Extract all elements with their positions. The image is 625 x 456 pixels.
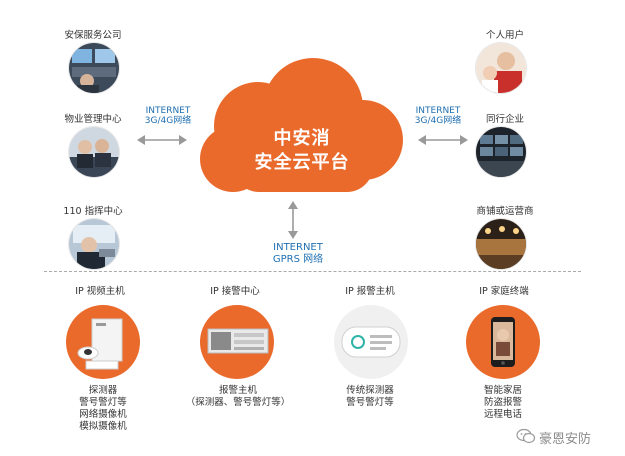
left-client-label-1: 安保服务公司 xyxy=(64,30,122,41)
right-client-label-1: 个人用户 xyxy=(485,30,524,41)
device-desc-1: 探测器 警号警灯等 网络摄像机 模拟摄像机 xyxy=(79,385,127,432)
section-divider xyxy=(44,271,581,272)
home-terminal-icon xyxy=(491,317,515,367)
bottom-double-arrow-icon xyxy=(288,201,298,239)
watermark-text: 豪恩安防 xyxy=(539,432,592,447)
cloud-shape xyxy=(200,58,403,192)
device-title-2: IP 接警中心 xyxy=(210,286,260,297)
device-desc-3: 传统探测器 警号警灯等 xyxy=(346,385,394,408)
right-client-label-3: 商铺或运营商 xyxy=(476,206,534,217)
cloud-title-line1: 中安消 xyxy=(273,128,331,149)
security-company-photo xyxy=(69,43,119,93)
device-title-4: IP 家庭终端 xyxy=(479,286,529,297)
device-desc-2: 报警主机 （探测器、警号警灯等） xyxy=(185,385,291,408)
device-title-3: IP 报警主机 xyxy=(345,286,395,297)
left-link-label: INTERNET 3G/4G网络 xyxy=(144,106,192,126)
property-center-photo xyxy=(69,127,119,177)
right-client-label-2: 同行企业 xyxy=(485,114,524,125)
alarm-host-icon xyxy=(341,326,401,358)
command-center-photo xyxy=(69,219,119,269)
device-desc-4: 智能家居 防盗报警 远程电话 xyxy=(483,385,522,420)
video-host-icon xyxy=(77,318,123,370)
cloud-title-line2: 安全云平台 xyxy=(254,152,350,173)
shop-operator-photo xyxy=(476,219,526,269)
left-client-label-2: 物业管理中心 xyxy=(64,114,122,125)
peer-enterprise-photo xyxy=(476,127,526,177)
alarm-center-icon xyxy=(207,328,269,354)
left-client-label-3: 110 指挥中心 xyxy=(63,206,123,217)
right-double-arrow-icon xyxy=(418,135,468,145)
bottom-link-label: INTERNET GPRS 网络 xyxy=(272,242,324,265)
wechat-icon xyxy=(516,428,536,444)
personal-user-photo xyxy=(476,43,526,93)
left-double-arrow-icon xyxy=(137,135,187,145)
device-title-1: IP 视频主机 xyxy=(75,286,125,297)
right-link-label: INTERNET 3G/4G网络 xyxy=(414,106,462,126)
